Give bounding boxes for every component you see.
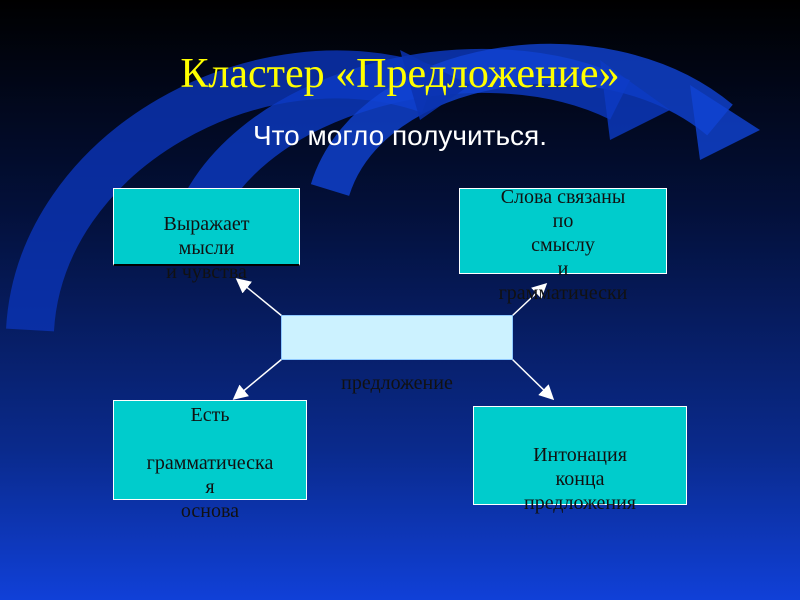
node-sentence-intonation: Интонация конца предложения — [473, 406, 687, 505]
node-grammatical-basis: Есть грамматическа я основа — [113, 400, 307, 500]
node-label: Интонация конца предложения — [474, 443, 686, 515]
node-expresses-thoughts: Выражает мысли и чувства — [113, 188, 300, 266]
node-label: Слова связаны по смыслу и грамматически — [460, 185, 666, 305]
center-node: предложение — [281, 315, 513, 360]
arrow-to-bottom-right — [512, 359, 552, 398]
center-node-label: предложение — [341, 372, 453, 394]
node-label: Выражает мысли и чувства — [114, 212, 299, 284]
node-words-connected: Слова связаны по смыслу и грамматически — [459, 188, 667, 274]
arrow-to-bottom-left — [235, 359, 282, 398]
node-label: Есть грамматическа я основа — [114, 403, 306, 523]
